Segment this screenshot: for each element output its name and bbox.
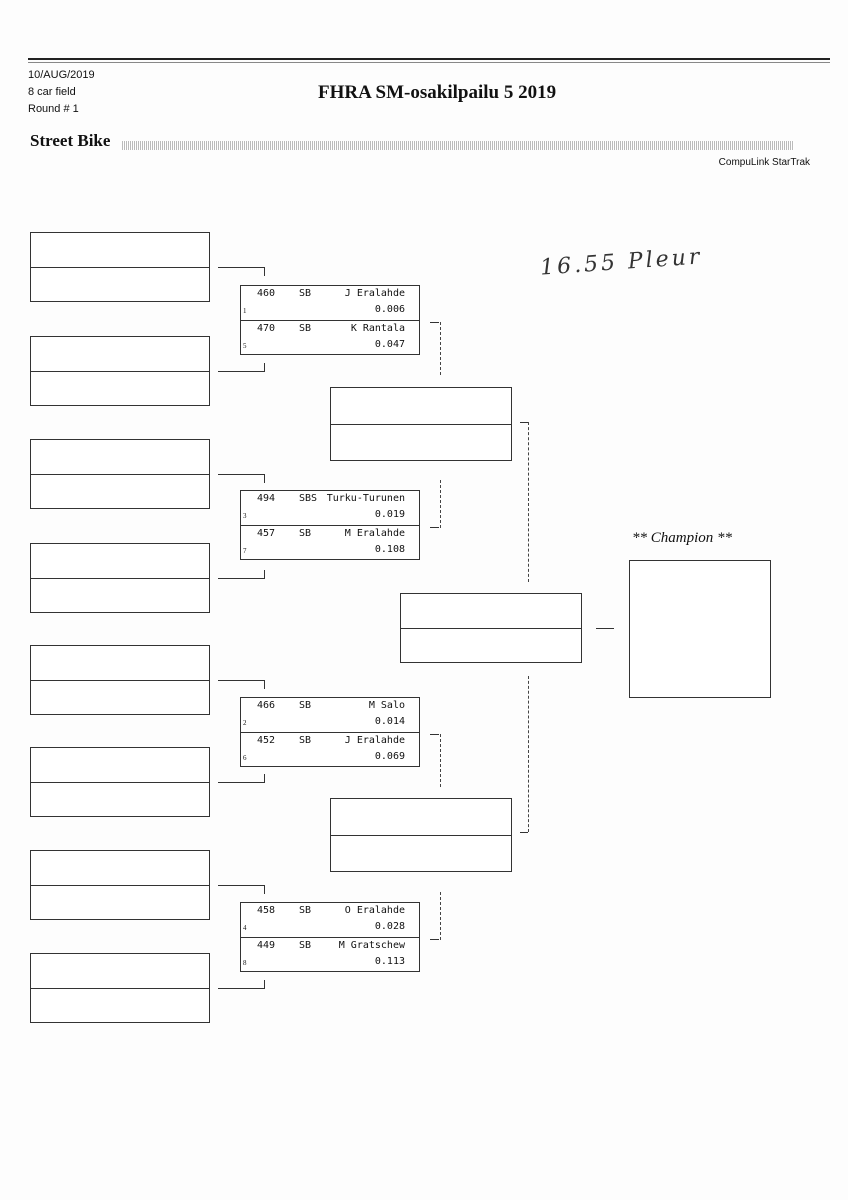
racer-number: 470 bbox=[257, 323, 276, 334]
dashed-connector bbox=[440, 892, 441, 940]
reaction-time: 0.047 bbox=[374, 339, 405, 350]
connector-line bbox=[218, 680, 265, 689]
racer-name: M Eralahde bbox=[344, 528, 405, 539]
connector-line bbox=[218, 363, 265, 372]
racer-number: 458 bbox=[257, 905, 276, 916]
dashed-connector bbox=[528, 422, 529, 582]
racer-seed: 6 bbox=[243, 754, 247, 762]
racer-name: M Salo bbox=[368, 700, 405, 711]
racer-number: 494 bbox=[257, 493, 276, 504]
racer-class: SB bbox=[299, 905, 312, 916]
connector-line bbox=[218, 267, 265, 276]
champion-label: ** Champion ** bbox=[632, 530, 733, 546]
empty-entry-box bbox=[30, 336, 210, 406]
match-box: 494 SBS Turku-Turunen 3 0.019 457 SB M E… bbox=[240, 490, 420, 560]
racer-seed: 7 bbox=[243, 547, 247, 555]
racer-class: SB bbox=[299, 940, 312, 951]
semifinal-box bbox=[330, 387, 512, 461]
racer-row: 458 SB O Eralahde 4 0.028 bbox=[241, 903, 419, 937]
reaction-time: 0.113 bbox=[374, 956, 405, 967]
racer-number: 457 bbox=[257, 528, 276, 539]
racer-name: O Eralahde bbox=[344, 905, 405, 916]
empty-entry-box bbox=[30, 232, 210, 302]
connector-tick bbox=[430, 322, 439, 324]
racer-class: SB bbox=[299, 288, 312, 299]
connector-tick bbox=[430, 527, 439, 529]
racer-row: 452 SB J Eralahde 6 0.069 bbox=[241, 732, 419, 767]
empty-entry-box bbox=[30, 645, 210, 715]
racer-number: 449 bbox=[257, 940, 276, 951]
dashed-connector bbox=[440, 480, 441, 528]
handwritten-note: 16.55 Pleur bbox=[539, 244, 704, 281]
connector-line bbox=[218, 570, 265, 579]
connector-tick bbox=[430, 939, 439, 941]
software-brand: CompuLink StarTrak bbox=[718, 157, 810, 168]
event-title: FHRA SM-osakilpailu 5 2019 bbox=[318, 82, 557, 103]
match-box: 460 SB J Eralahde 1 0.006 470 SB K Ranta… bbox=[240, 285, 420, 355]
racer-class: SB bbox=[299, 700, 312, 711]
empty-entry-box bbox=[30, 543, 210, 613]
racer-name: M Gratschew bbox=[338, 940, 405, 951]
racer-row: 470 SB K Rantala 5 0.047 bbox=[241, 320, 419, 355]
semifinal-box bbox=[330, 798, 512, 872]
connector-tick bbox=[430, 734, 439, 736]
connector-tick bbox=[520, 422, 528, 424]
dashed-connector bbox=[440, 322, 441, 375]
racer-class: SB bbox=[299, 323, 312, 334]
round-number: Round # 1 bbox=[28, 103, 79, 115]
racer-row: 466 SB M Salo 2 0.014 bbox=[241, 698, 419, 732]
champion-box bbox=[629, 560, 771, 698]
connector-line bbox=[218, 980, 265, 989]
racer-seed: 3 bbox=[243, 512, 247, 520]
racer-seed: 8 bbox=[243, 959, 247, 967]
racer-seed: 4 bbox=[243, 924, 247, 932]
reaction-time: 0.014 bbox=[374, 716, 405, 727]
reaction-time: 0.019 bbox=[374, 509, 405, 520]
top-rule-thin bbox=[28, 62, 830, 63]
racer-row: 460 SB J Eralahde 1 0.006 bbox=[241, 286, 419, 320]
racer-number: 452 bbox=[257, 735, 276, 746]
match-box: 466 SB M Salo 2 0.014 452 SB J Eralahde … bbox=[240, 697, 420, 767]
racer-name: J Eralahde bbox=[344, 288, 405, 299]
reaction-time: 0.069 bbox=[374, 751, 405, 762]
racer-number: 460 bbox=[257, 288, 276, 299]
racer-seed: 5 bbox=[243, 342, 247, 350]
racer-row: 457 SB M Eralahde 7 0.108 bbox=[241, 525, 419, 560]
empty-entry-box bbox=[30, 953, 210, 1023]
empty-entry-box bbox=[30, 747, 210, 817]
dashed-connector bbox=[528, 676, 529, 832]
field-size: 8 car field bbox=[28, 86, 76, 98]
final-box bbox=[400, 593, 582, 663]
connector-line bbox=[218, 774, 265, 783]
connector-line bbox=[218, 885, 265, 894]
racer-class: SB bbox=[299, 528, 312, 539]
empty-entry-box bbox=[30, 850, 210, 920]
racer-class: SBS bbox=[299, 493, 318, 504]
dashed-connector bbox=[440, 734, 441, 787]
connector-line bbox=[596, 628, 614, 630]
reaction-time: 0.108 bbox=[374, 544, 405, 555]
connector-line bbox=[218, 474, 265, 483]
connector-tick bbox=[520, 832, 528, 834]
empty-entry-box bbox=[30, 439, 210, 509]
class-name: Street Bike bbox=[30, 131, 111, 150]
racer-name: J Eralahde bbox=[344, 735, 405, 746]
racer-name: K Rantala bbox=[350, 323, 405, 334]
racer-name: Turku-Turunen bbox=[326, 493, 405, 504]
racer-class: SB bbox=[299, 735, 312, 746]
match-box: 458 SB O Eralahde 4 0.028 449 SB M Grats… bbox=[240, 902, 420, 972]
event-date: 10/AUG/2019 bbox=[28, 69, 95, 81]
racer-row: 449 SB M Gratschew 8 0.113 bbox=[241, 937, 419, 972]
class-banner-fill bbox=[122, 141, 794, 150]
racer-seed: 1 bbox=[243, 307, 247, 315]
racer-row: 494 SBS Turku-Turunen 3 0.019 bbox=[241, 491, 419, 525]
reaction-time: 0.006 bbox=[374, 304, 405, 315]
reaction-time: 0.028 bbox=[374, 921, 405, 932]
racer-number: 466 bbox=[257, 700, 276, 711]
racer-seed: 2 bbox=[243, 719, 247, 727]
top-rule bbox=[28, 58, 830, 60]
